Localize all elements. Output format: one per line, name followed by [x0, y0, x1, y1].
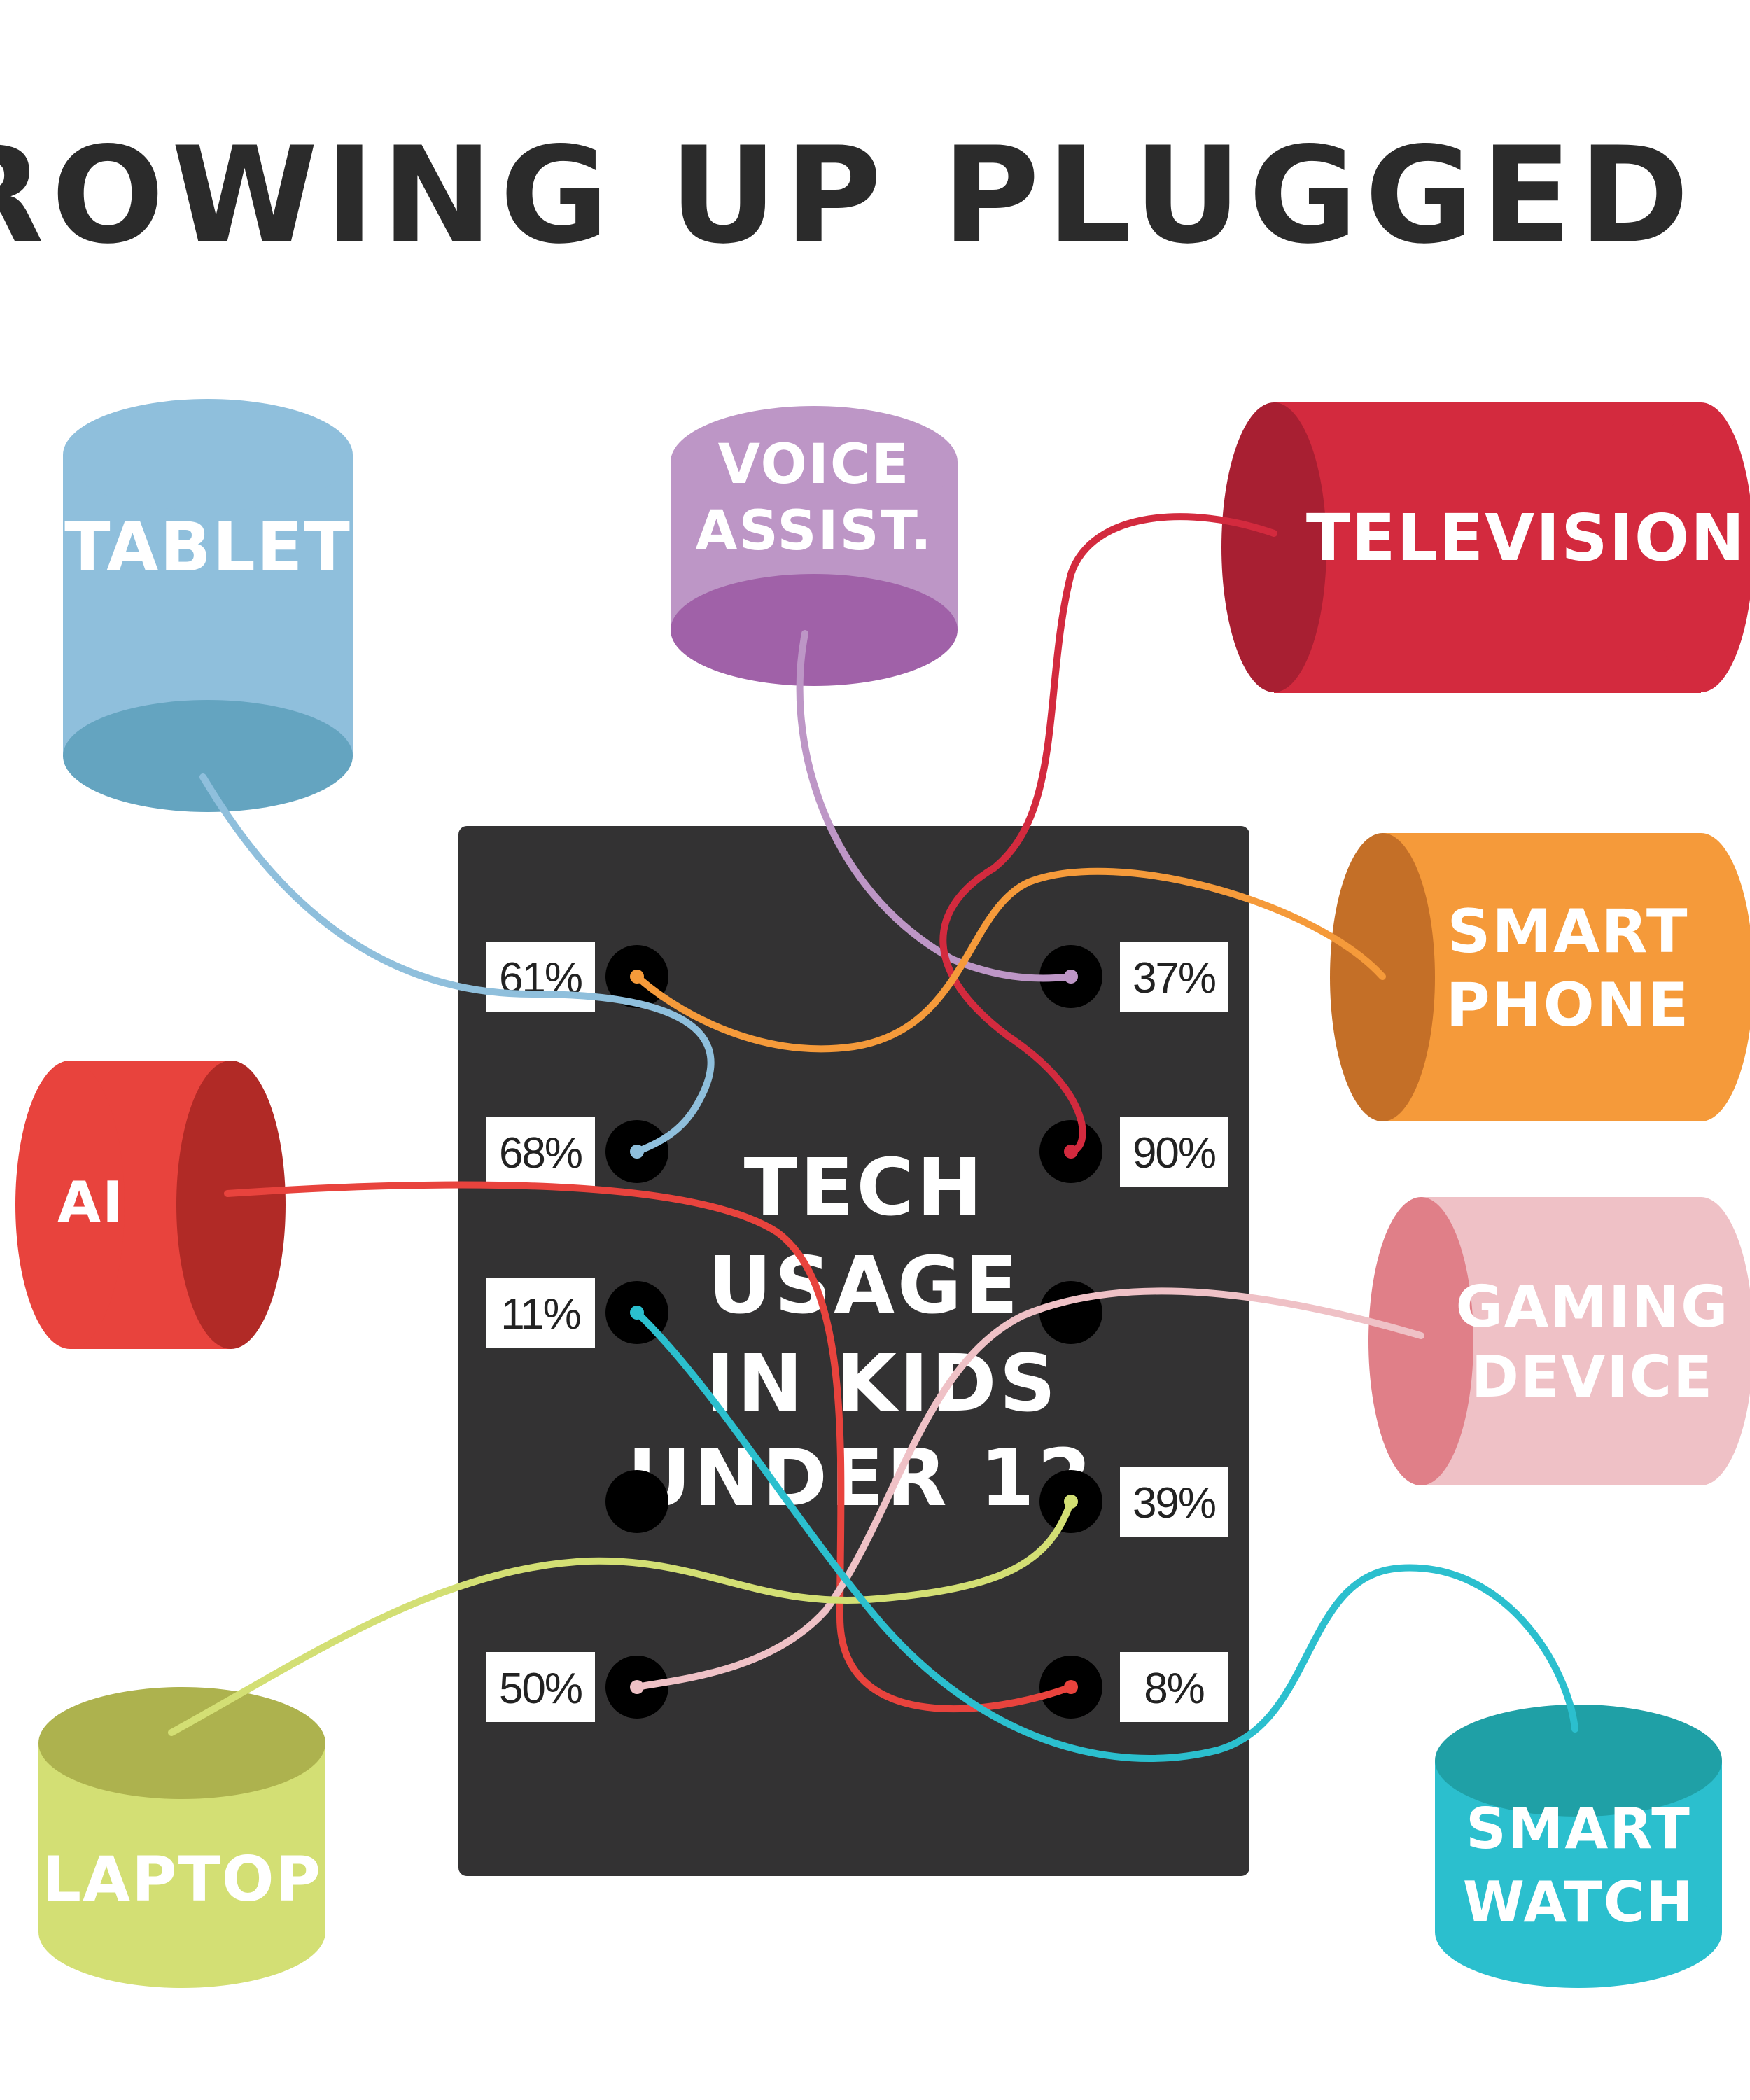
- tag-11-text: 11%: [500, 1290, 580, 1338]
- board-label-line-4: UNDER 12: [627, 1433, 1094, 1524]
- socket-empty[interactable]: [606, 1470, 668, 1533]
- device-gaming[interactable]: GAMING DEVICE: [1368, 1197, 1750, 1485]
- board: [458, 826, 1250, 1876]
- tag-90: 90%: [1120, 1116, 1228, 1186]
- wires: [168, 513, 1578, 1762]
- board-label-line-2: USAGE: [708, 1240, 1021, 1331]
- socket-empty-right[interactable]: [1040, 1281, 1102, 1344]
- tag-8: 8%: [1120, 1652, 1228, 1722]
- device-voice-label-line-2: ASSIST.: [695, 500, 932, 563]
- tag-68: 68%: [486, 1116, 595, 1186]
- device-voice-label-line-1: VOICE: [718, 433, 911, 496]
- tag-37-text: 37%: [1133, 954, 1215, 1002]
- tag-39-text: 39%: [1133, 1479, 1215, 1527]
- device-tablet-label: TABLET: [64, 508, 351, 587]
- device-smart-phone-label-line-2: PHONE: [1446, 970, 1690, 1040]
- wire-television: [939, 513, 1278, 1155]
- tag-37: 37%: [1120, 941, 1228, 1011]
- page-title: GROWING UP PLUGGED IN: [0, 118, 1750, 273]
- device-ai[interactable]: AI: [15, 1060, 286, 1349]
- tag-61: 61%: [486, 941, 595, 1011]
- wire-tablet: [200, 774, 715, 1155]
- board-label: TECH USAGE IN KIDS UNDER 12: [627, 1142, 1094, 1524]
- device-tablet[interactable]: TABLET: [63, 399, 354, 812]
- device-gaming-label-line-1: GAMING: [1456, 1274, 1730, 1340]
- wire-smart-phone: [634, 867, 1386, 1053]
- tag-90-text: 90%: [1133, 1129, 1215, 1177]
- device-ai-label: AI: [57, 1170, 125, 1235]
- wire-laptop: [168, 1498, 1074, 1736]
- device-smart-phone[interactable]: SMART PHONE: [1330, 833, 1750, 1121]
- tag-39: 39%: [1120, 1466, 1228, 1536]
- device-smart-watch-label-line-1: SMART: [1466, 1796, 1691, 1861]
- plug-ends: [630, 969, 1078, 1694]
- tag-11: 11%: [486, 1278, 595, 1348]
- device-smart-watch-label-line-2: WATCH: [1463, 1870, 1695, 1935]
- tag-50-text: 50%: [499, 1665, 582, 1713]
- board-label-line-3: IN KIDS: [706, 1338, 1059, 1429]
- wire-gaming: [634, 1287, 1424, 1690]
- device-laptop[interactable]: LAPTOP: [38, 1687, 326, 1988]
- device-television[interactable]: TELEVISION: [1222, 402, 1750, 693]
- tag-68-text: 68%: [499, 1129, 582, 1177]
- tag-8-text: 8%: [1144, 1665, 1204, 1713]
- device-laptop-label: LAPTOP: [42, 1843, 322, 1915]
- wire-smart-watch: [634, 1309, 1578, 1762]
- device-voice-assist[interactable]: VOICE ASSIST.: [671, 406, 958, 686]
- device-smart-phone-label-line-1: SMART: [1447, 897, 1688, 967]
- board-label-line-1: TECH: [744, 1142, 986, 1233]
- wire-ai: [224, 1181, 1074, 1712]
- wire-voice-assist: [796, 630, 1074, 982]
- device-gaming-label-line-2: DEVICE: [1471, 1344, 1714, 1410]
- device-smart-watch[interactable]: SMART WATCH: [1435, 1704, 1722, 1988]
- tag-50: 50%: [486, 1652, 595, 1722]
- percentage-tags: 61% 68% 11% 50% 37% 90% 39% 8%: [486, 941, 1228, 1722]
- device-television-label: TELEVISION: [1306, 500, 1746, 575]
